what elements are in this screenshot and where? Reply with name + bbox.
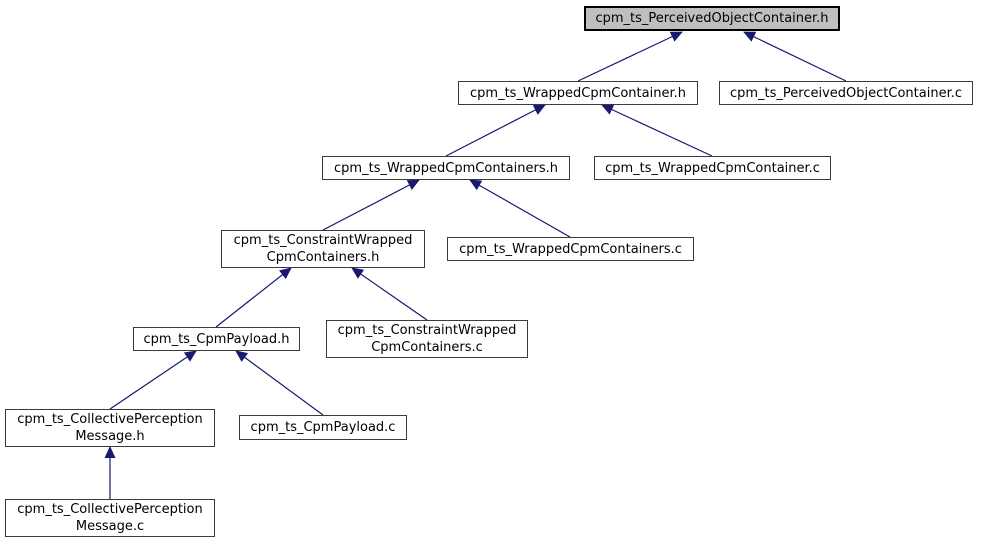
edge-wrapped-cpm-container-h-to-perceived-object-container-h [577,31,683,82]
node-label: cpm_ts_ConstraintWrapped [337,323,517,338]
node-label: cpm_ts_CollectivePerception [17,502,203,517]
node-label: cpm_ts_ConstraintWrapped [233,233,413,248]
node-label: cpm_ts_WrappedCpmContainer.c [605,160,820,176]
node-wrapped-cpm-containers-h[interactable]: cpm_ts_WrappedCpmContainers.h [322,156,570,180]
node-label: cpm_ts_WrappedCpmContainers.c [459,241,682,257]
edge-wrapped-cpm-containers-h-to-wrapped-cpm-container-h [445,104,546,157]
node-label: CpmContainers.h [266,250,380,265]
node-perceived-object-container-h: cpm_ts_PerceivedObjectContainer.h [584,6,840,31]
edge-wrapped-cpm-container-c-to-wrapped-cpm-container-h [601,104,713,157]
edge-perceived-object-container-c-to-perceived-object-container-h [743,31,847,82]
edge-constraint-wrapped-cpm-containers-c-to-constraint-wrapped-cpm-containers-h [351,267,428,321]
node-label: CpmContainers.c [371,340,483,355]
node-cpm-payload-h[interactable]: cpm_ts_CpmPayload.h [133,327,300,351]
node-perceived-object-container-c[interactable]: cpm_ts_PerceivedObjectContainer.c [719,81,973,105]
node-wrapped-cpm-container-h[interactable]: cpm_ts_WrappedCpmContainer.h [458,81,698,105]
node-label: cpm_ts_CollectivePerception [17,412,203,427]
edge-constraint-wrapped-cpm-containers-h-to-wrapped-cpm-containers-h [322,179,420,231]
node-label: Message.h [75,429,145,444]
node-wrapped-cpm-container-c[interactable]: cpm_ts_WrappedCpmContainer.c [594,156,831,180]
node-label: cpm_ts_PerceivedObjectContainer.c [729,85,963,101]
edge-cpm-payload-h-to-constraint-wrapped-cpm-containers-h [215,267,292,328]
node-label: cpm_ts_CpmPayload.c [250,420,396,435]
edge-cpm-payload-c-to-cpm-payload-h [235,350,324,416]
edge-collective-perception-message-h-to-cpm-payload-h [109,350,197,410]
node-label: cpm_ts_WrappedCpmContainers.h [334,160,558,176]
node-label: Message.c [75,519,145,534]
edge-wrapped-cpm-containers-c-to-wrapped-cpm-containers-h [469,179,571,238]
node-label: cpm_ts_WrappedCpmContainer.h [470,85,686,101]
node-cpm-payload-c[interactable]: cpm_ts_CpmPayload.c [239,415,407,440]
node-label: cpm_ts_PerceivedObjectContainer.h [595,11,829,26]
node-wrapped-cpm-containers-c[interactable]: cpm_ts_WrappedCpmContainers.c [447,237,694,261]
node-label: cpm_ts_CpmPayload.h [143,331,290,347]
